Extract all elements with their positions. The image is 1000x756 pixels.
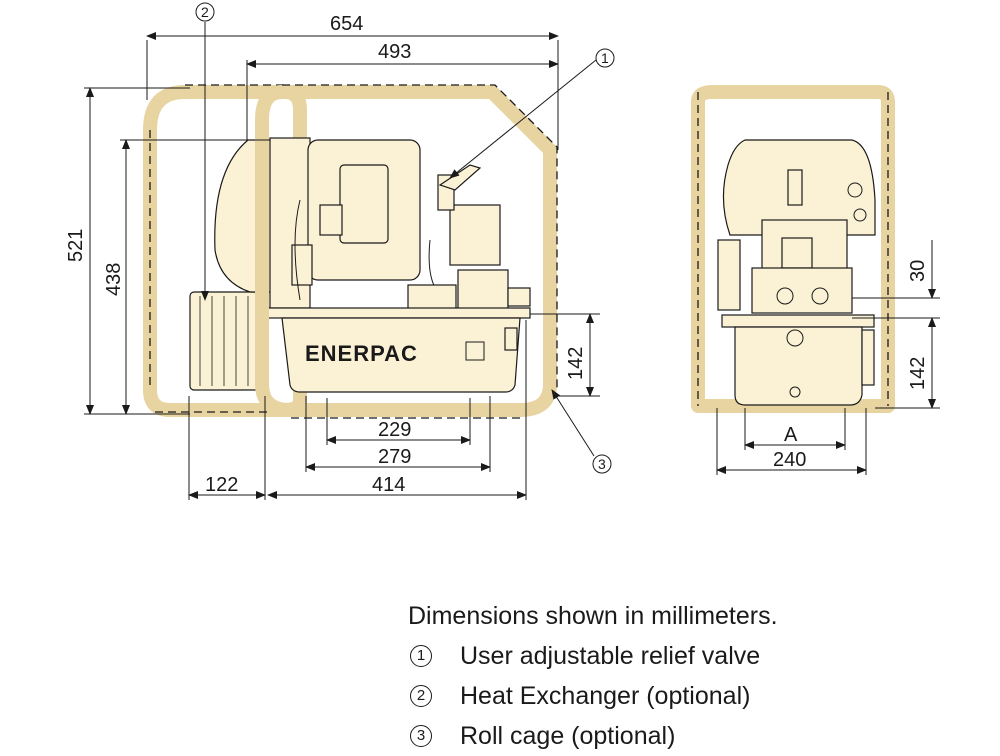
side-reservoir (734, 326, 863, 406)
dim-cage-height: 438 (103, 263, 125, 296)
dim-overall-width: 654 (330, 13, 363, 35)
legend-note: Dimensions shown in millimeters. (408, 602, 778, 630)
roll-cage-side-outline (697, 92, 889, 406)
callout-1-number: 1 (601, 50, 609, 66)
legend-item-number: 1 (410, 645, 432, 667)
callout-3-circle (592, 454, 612, 474)
roll-cage-front (255, 85, 557, 417)
side-view: 30 142 A 240 (691, 85, 940, 475)
dim-side-height: 142 (565, 347, 587, 380)
callout-2-circle (195, 2, 215, 22)
valve-assembly (407, 164, 531, 311)
legend-item-label: Roll cage (optional) (460, 722, 676, 750)
dim-body-length: 414 (372, 474, 405, 496)
legend-item-number: 2 (410, 685, 432, 707)
legend-item: 1 User adjustable relief valve (408, 636, 968, 676)
roll-cage-rear (143, 85, 307, 417)
brand-logo: ENERPAC (305, 341, 418, 366)
dim-heat-exchanger-depth: 122 (205, 474, 238, 496)
legend-item: 3 Roll cage (optional) (408, 716, 968, 756)
callout-1-circle (595, 48, 615, 68)
legend-note-row: Dimensions shown in millimeters. (408, 596, 968, 636)
side-reservoir-top (721, 314, 875, 328)
dim-side-top-offset: 30 (907, 260, 929, 282)
legend-item-label: Heat Exchanger (optional) (460, 682, 751, 710)
heat-exchanger (189, 291, 266, 391)
legend-item-label: User adjustable relief valve (460, 642, 761, 670)
front-view: ENERPAC 654 493 2 1 3 521 (65, 2, 615, 500)
callout-2-number: 2 (201, 4, 209, 20)
dim-cage-width: 493 (378, 41, 411, 63)
callout-3-number: 3 (598, 456, 606, 472)
roll-cage-front-outline (282, 84, 558, 419)
legend-item: 2 Heat Exchanger (optional) (408, 676, 968, 716)
dim-inner-base: 229 (378, 419, 411, 441)
dim-side-width: 240 (773, 449, 806, 471)
dim-side-right-height: 142 (907, 357, 929, 390)
legend-item-number: 3 (410, 725, 432, 747)
roll-cage-rear-outline (149, 84, 290, 413)
reservoir: ENERPAC (267, 307, 531, 393)
dim-overall-height: 521 (65, 229, 87, 262)
legend: Dimensions shown in millimeters. 1 User … (408, 596, 968, 756)
dim-outer-base: 279 (378, 446, 411, 468)
electric-motor (269, 137, 421, 309)
dim-side-a: A (784, 424, 798, 446)
